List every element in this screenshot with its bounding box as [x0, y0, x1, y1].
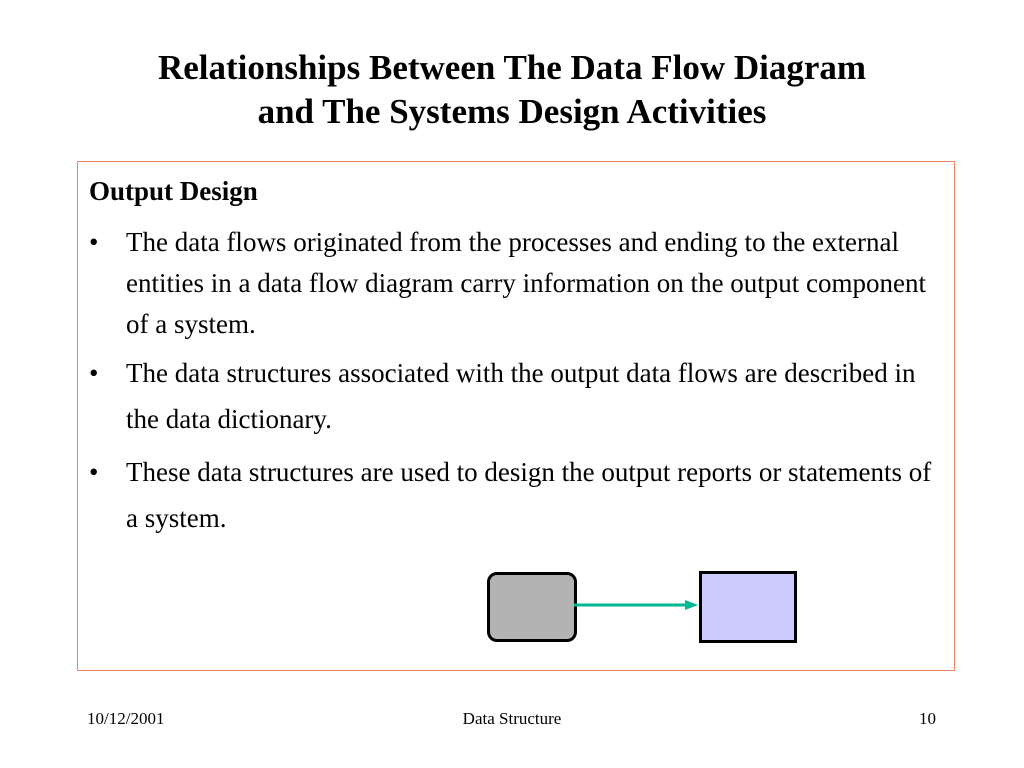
slide-title-line-2: and The Systems Design Activities	[257, 92, 767, 131]
bullet-dot: •	[89, 358, 99, 388]
footer-date: 10/12/2001	[87, 709, 165, 728]
bullet-text-2: The data structures associated with the …	[126, 358, 916, 434]
section-heading: Output Design	[89, 176, 258, 206]
bullet-item-1: • The data flows originated from the pro…	[89, 222, 944, 345]
content-box: Output Design • The data flows originate…	[77, 161, 955, 671]
bullet-dot: •	[89, 457, 99, 487]
bullet-text-1: The data flows originated from the proce…	[126, 227, 927, 339]
dfd-process-shape	[487, 572, 577, 642]
dfd-external-entity-shape	[699, 571, 797, 643]
dfd-data-flow-arrow	[574, 600, 698, 610]
dfd-flow-arrowhead	[685, 600, 698, 610]
footer-page-number: 10	[919, 709, 936, 728]
bullet-item-2: • The data structures associated with th…	[89, 350, 944, 442]
bullet-dot: •	[89, 227, 99, 257]
bullet-item-3: • These data structures are used to desi…	[89, 449, 944, 541]
footer-title: Data Structure	[462, 709, 562, 728]
slide-title: Relationships Between The Data Flow Diag…	[0, 46, 1024, 134]
slide-title-line-1: Relationships Between The Data Flow Diag…	[157, 48, 867, 87]
bullet-text-3: These data structures are used to design…	[126, 457, 932, 533]
